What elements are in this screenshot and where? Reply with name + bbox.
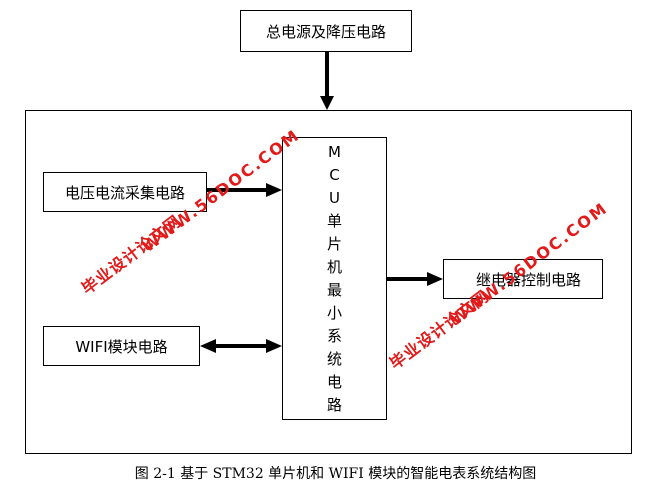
- mcu-label-char: M: [328, 142, 341, 161]
- mcu-label-char: 机: [326, 257, 342, 276]
- mcu-label-char: 电: [326, 372, 342, 391]
- mcu-label-char: C: [329, 165, 340, 184]
- sampling-circuit-label: 电压电流采集电路: [64, 183, 185, 202]
- mcu-block: M C U 单 片 机 最 小 系 统 电 路: [282, 137, 387, 420]
- mcu-label-char: 小: [326, 303, 342, 322]
- mcu-label-char: 统: [326, 349, 342, 368]
- wifi-module-block: WIFI模块电路: [43, 326, 200, 366]
- relay-control-label: 继电器控制电路: [476, 270, 582, 289]
- power-to-mcu-arrowhead: [320, 96, 334, 110]
- mcu-label-char: 最: [326, 280, 342, 299]
- system-frame: [25, 110, 632, 454]
- mcu-label-char: 片: [326, 234, 342, 253]
- power-supply-block: 总电源及降压电路: [240, 10, 412, 52]
- sampling-circuit-block: 电压电流采集电路: [43, 172, 207, 212]
- mcu-label-char: 单: [326, 211, 342, 230]
- mcu-label-char: U: [329, 188, 340, 207]
- mcu-label-char: 路: [326, 395, 342, 414]
- wifi-module-label: WIFI模块电路: [75, 337, 168, 356]
- relay-control-block: 继电器控制电路: [443, 259, 603, 299]
- power-supply-label: 总电源及降压电路: [265, 22, 386, 41]
- figure-caption: 图 2-1 基于 STM32 单片机和 WIFI 模块的智能电表系统结构图: [134, 466, 537, 482]
- mcu-label-char: 系: [326, 326, 342, 345]
